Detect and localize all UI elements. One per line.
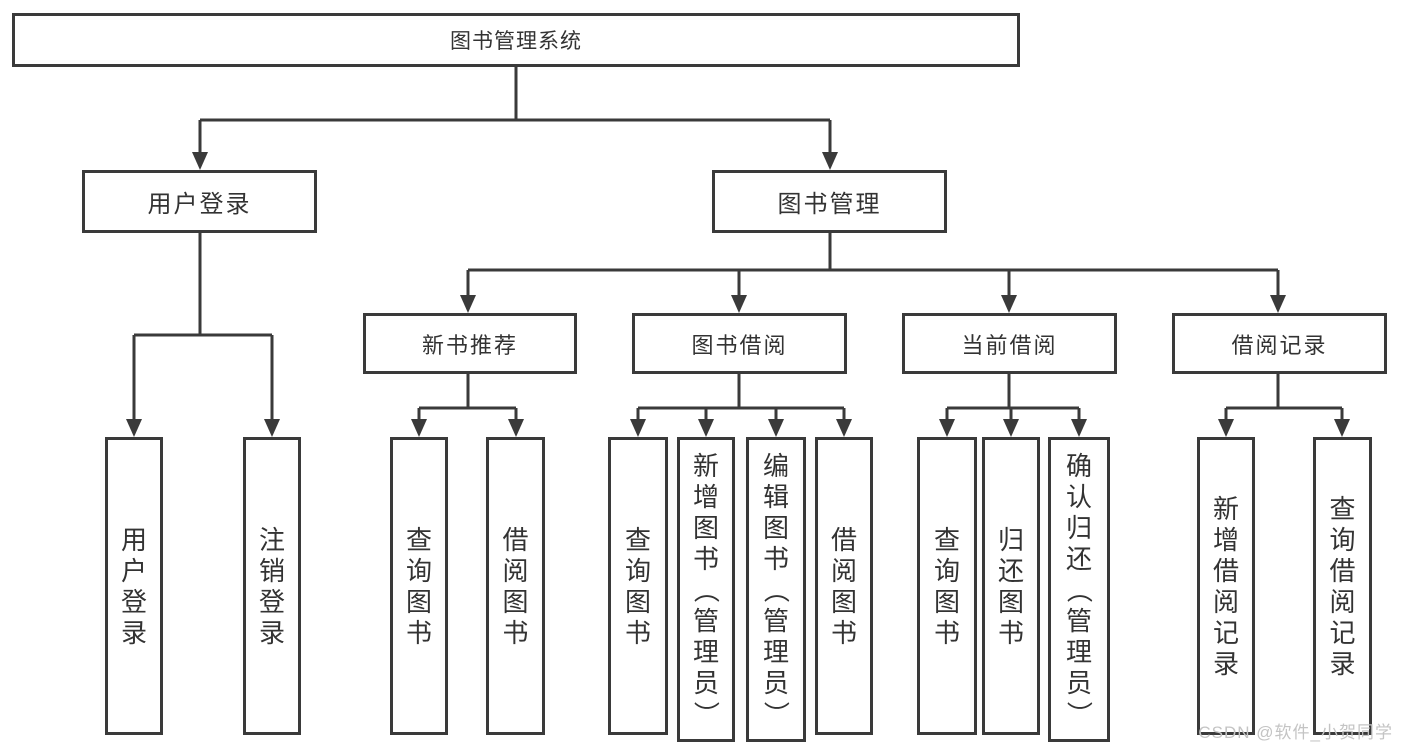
leaf-newbooks-query-books-label: 查询图书 [405,524,432,648]
leaf-newbooks-query-books: 查询图书 [390,437,448,735]
leaf-current-confirm-return-admin-label: 确认归还（管理员） [1063,450,1094,727]
node-book-management-label: 图书管理 [777,191,882,218]
leaf-borrowing-query-books-label: 查询图书 [624,524,651,648]
node-current-borrowing: 当前借阅 [902,313,1117,374]
leaf-borrowing-add-books-admin: 新增图书（管理员） [677,437,735,742]
leaf-current-return-books-label: 归还图书 [997,524,1024,648]
node-library-system-label: 图书管理系统 [450,30,582,53]
csdn-watermark: CSDN @软件_小贺同学 [1198,723,1393,742]
leaf-borrowing-edit-books-admin: 编辑图书（管理员） [746,437,806,742]
leaf-borrowing-add-books-admin-label: 新增图书（管理员） [690,450,721,727]
leaf-logout: 注销登录 [243,437,301,735]
leaf-current-return-books: 归还图书 [982,437,1040,735]
leaf-current-query-books-label: 查询图书 [933,524,960,648]
leaf-records-add-record: 新增借阅记录 [1197,437,1255,735]
leaf-logout-label: 注销登录 [258,524,285,648]
node-new-book-recommend-label: 新书推荐 [421,332,518,358]
leaf-borrowing-query-books: 查询图书 [608,437,668,735]
leaf-user-login-label: 用户登录 [120,524,147,648]
node-new-book-recommend: 新书推荐 [363,313,577,374]
leaf-newbooks-borrow-books-label: 借阅图书 [502,524,529,648]
node-user-login-label: 用户登录 [147,191,252,218]
node-book-borrowing: 图书借阅 [632,313,847,374]
node-book-management: 图书管理 [712,170,947,233]
leaf-borrowing-edit-books-admin-label: 编辑图书（管理员） [760,450,791,727]
leaf-records-add-record-label: 新增借阅记录 [1212,493,1239,679]
leaf-borrowing-borrow-books-label: 借阅图书 [830,524,857,648]
leaf-user-login: 用户登录 [105,437,163,735]
node-borrow-records-label: 借阅记录 [1231,332,1328,358]
node-current-borrowing-label: 当前借阅 [961,332,1058,358]
leaf-borrowing-borrow-books: 借阅图书 [815,437,873,735]
leaf-records-query-record: 查询借阅记录 [1313,437,1372,735]
node-borrow-records: 借阅记录 [1172,313,1387,374]
leaf-records-query-record-label: 查询借阅记录 [1329,493,1356,679]
node-user-login: 用户登录 [82,170,317,233]
node-book-borrowing-label: 图书借阅 [691,332,788,358]
node-library-system: 图书管理系统 [12,13,1020,67]
leaf-current-confirm-return-admin: 确认归还（管理员） [1048,437,1110,742]
leaf-current-query-books: 查询图书 [917,437,977,735]
leaf-newbooks-borrow-books: 借阅图书 [486,437,545,735]
